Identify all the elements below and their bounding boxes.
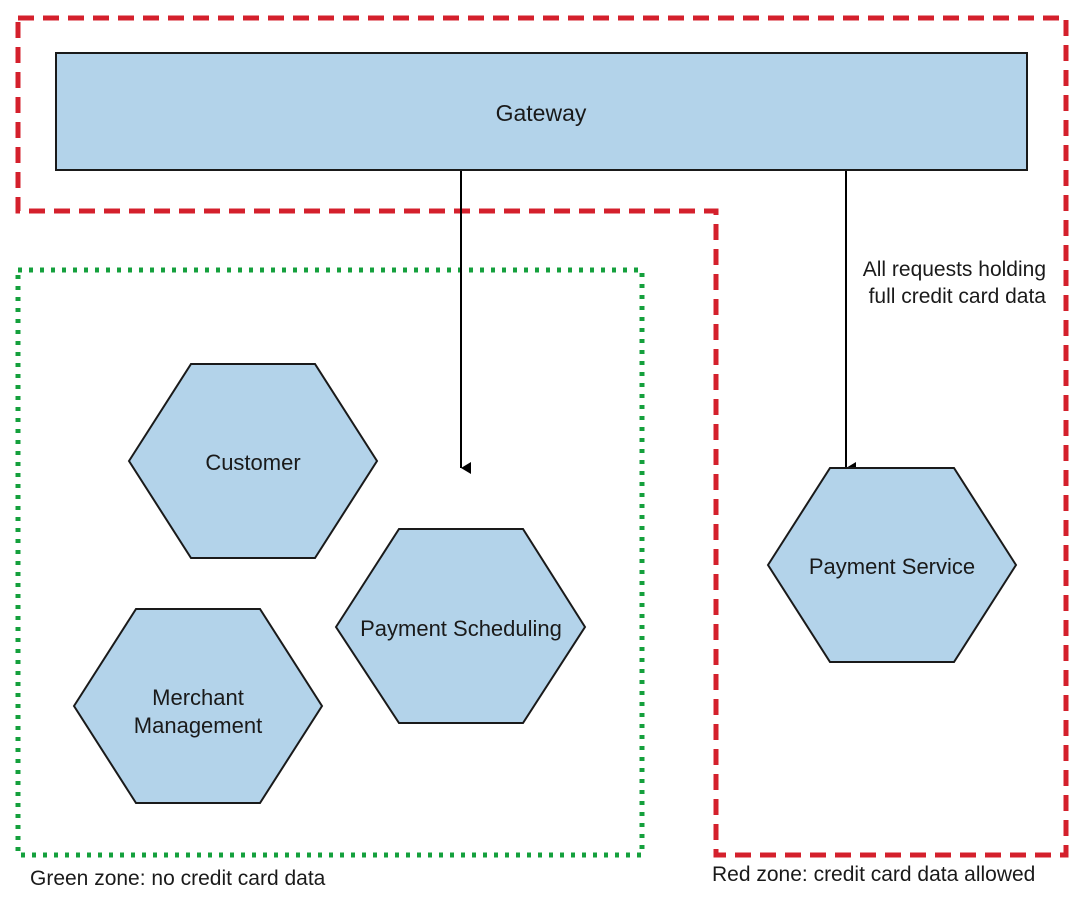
gateway-label: Gateway	[496, 100, 587, 126]
merchant-management-hexagon	[72, 608, 324, 804]
arrow-note-line1: All requests holding	[863, 258, 1046, 281]
customer-hexagon	[127, 363, 379, 559]
payment-scheduling-service-node[interactable]: Payment Scheduling	[334, 528, 587, 724]
red-zone-caption: Red zone: credit card data allowed	[712, 863, 1035, 886]
customer-service-node[interactable]: Customer	[127, 363, 379, 559]
payment-service-node[interactable]: Payment Service	[766, 467, 1018, 663]
payment-service-label: Payment Service	[809, 554, 975, 579]
payment-service-hexagon	[766, 467, 1018, 663]
customer-label: Customer	[205, 450, 300, 475]
green-zone-boundary	[15, 267, 645, 858]
merchant-management-label-line1: Merchant	[152, 685, 244, 710]
gateway-box	[55, 52, 1028, 171]
merchant-management-service-node[interactable]: Merchant Management	[72, 608, 324, 804]
gateway-node[interactable]: Gateway	[55, 52, 1028, 171]
green-zone-caption: Green zone: no credit card data	[30, 867, 326, 890]
merchant-management-label-line2: Management	[134, 713, 262, 738]
arrow-note-line2: full credit card data	[869, 285, 1047, 308]
red-zone-boundary	[15, 15, 1069, 858]
payment-scheduling-label: Payment Scheduling	[360, 616, 562, 641]
payment-scheduling-hexagon	[334, 528, 587, 724]
